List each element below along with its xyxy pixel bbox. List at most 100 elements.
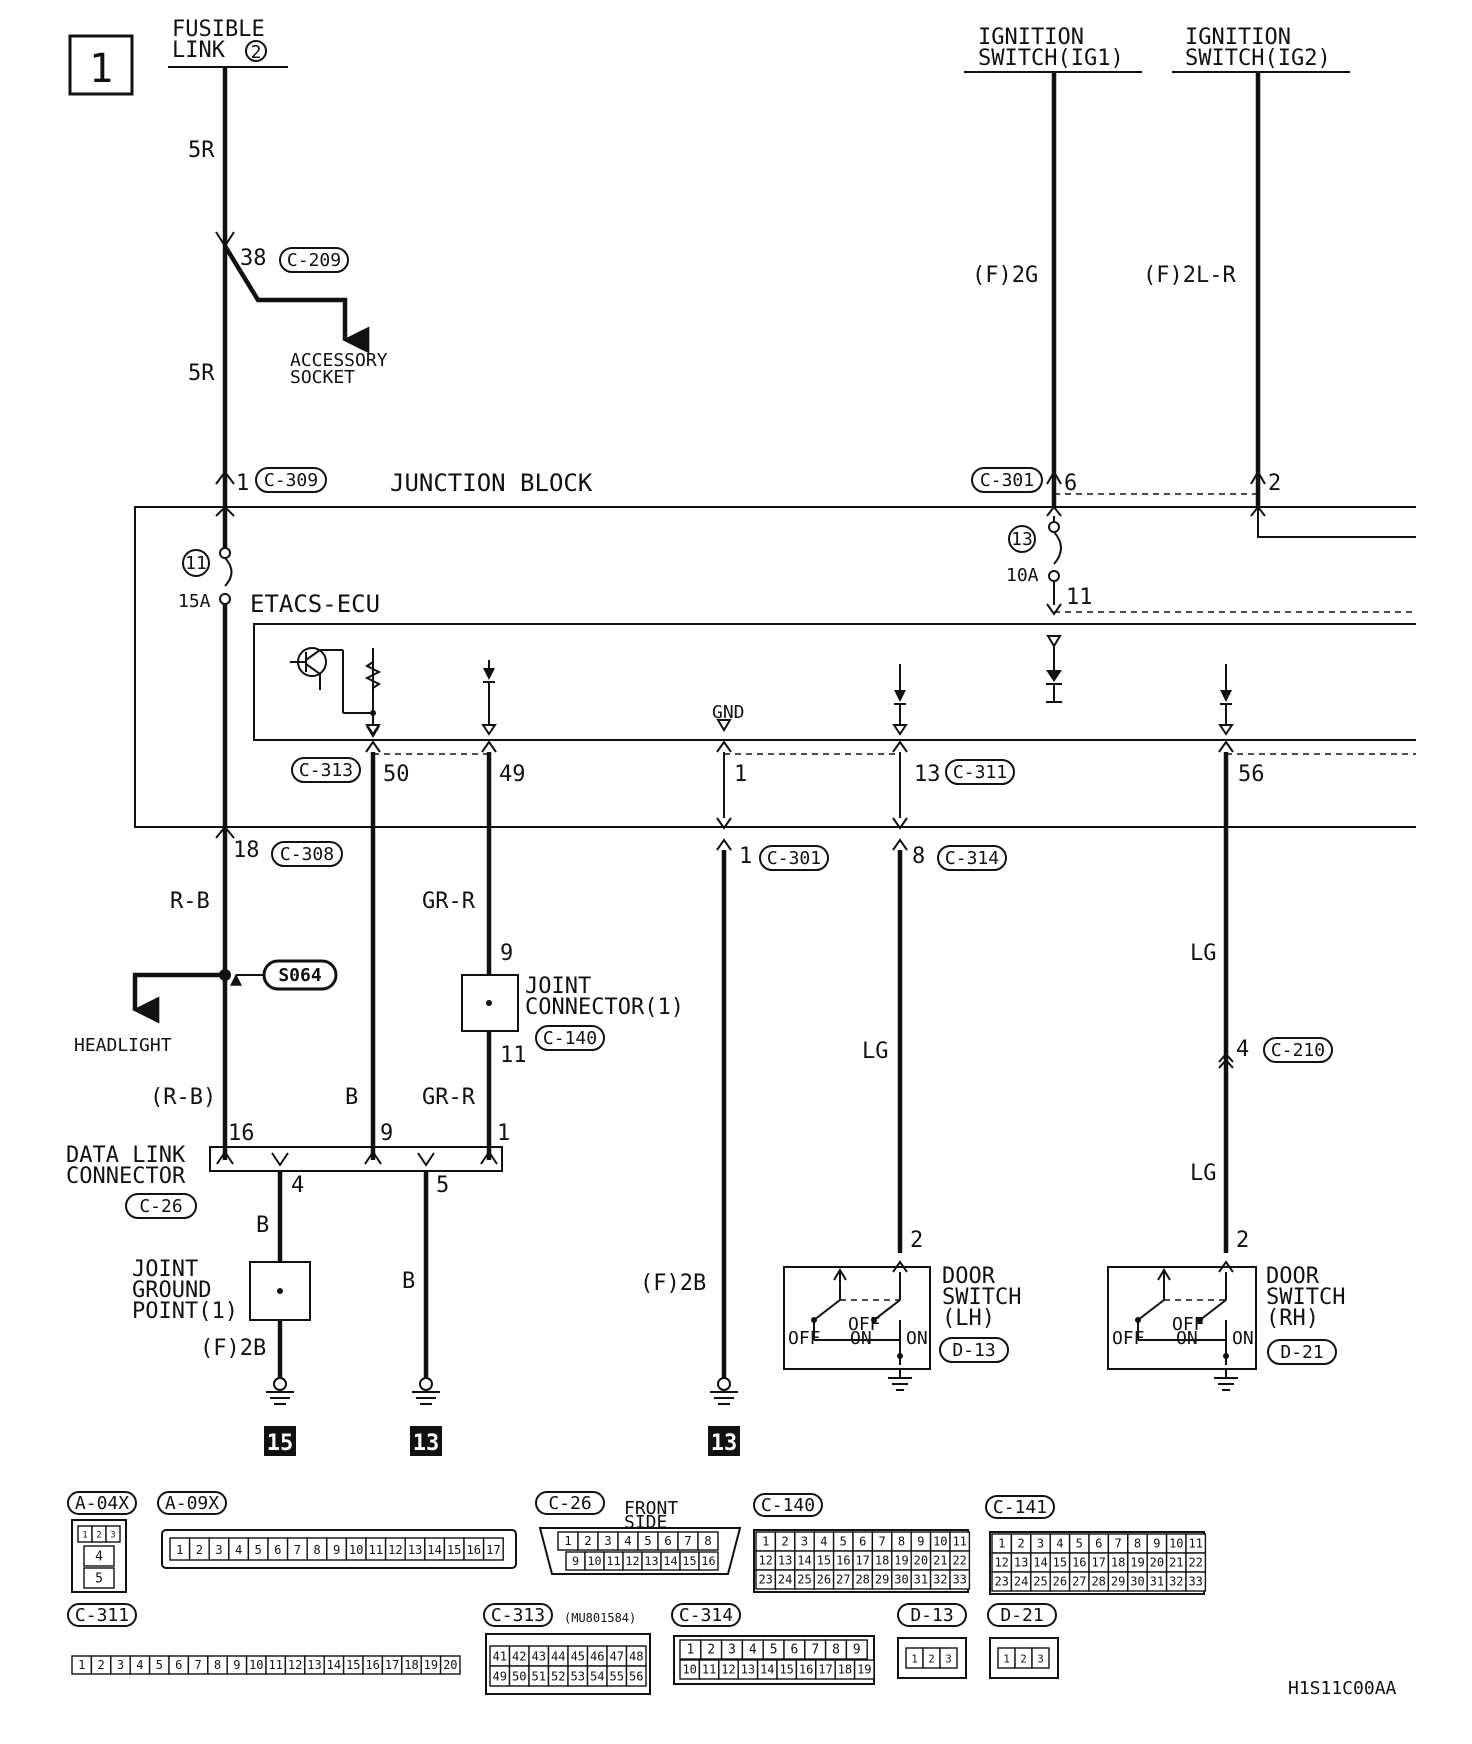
svg-text:8: 8 [704,1533,711,1548]
svg-text:15A: 15A [178,591,211,612]
connector-pins-a04x: 4 [83,1545,115,1567]
svg-text:13: 13 [711,1431,738,1456]
svg-text:1: 1 [911,1653,917,1665]
svg-text:C-311: C-311 [953,762,1007,783]
svg-text:53: 53 [570,1669,585,1683]
svg-text:17: 17 [818,1663,832,1677]
svg-text:5: 5 [644,1533,651,1548]
svg-text:(F)2B: (F)2B [200,1336,266,1361]
svg-text:13: 13 [1011,529,1033,550]
svg-text:43: 43 [531,1649,546,1663]
svg-text:B: B [345,1085,358,1110]
svg-text:30: 30 [1130,1575,1144,1589]
svg-text:16: 16 [1072,1556,1086,1570]
connector-label-c141: C-141 [985,1495,1055,1519]
svg-text:2: 2 [1236,1228,1249,1253]
svg-text:25: 25 [1033,1575,1047,1589]
svg-text:8: 8 [313,1543,320,1557]
svg-text:21: 21 [1169,1556,1183,1570]
svg-text:D-13: D-13 [910,1605,953,1626]
wire-gnd: 1 1 C-301 (F)2B [640,719,829,1378]
svg-text:2: 2 [96,1531,101,1541]
svg-text:A-09X: A-09X [165,1493,219,1514]
svg-text:3: 3 [801,1535,808,1549]
svg-text:4: 4 [1056,1537,1063,1551]
svg-text:8: 8 [214,1658,221,1672]
svg-text:C-209: C-209 [287,250,341,271]
svg-text:4: 4 [1236,1037,1249,1062]
svg-text:(MU801584): (MU801584) [564,1611,636,1625]
svg-text:4: 4 [820,1535,827,1549]
svg-text:19: 19 [894,1554,908,1568]
svg-text:20: 20 [914,1554,928,1568]
svg-text:C-26: C-26 [139,1196,182,1217]
ecu-transistor [290,647,382,736]
svg-text:19: 19 [1130,1556,1144,1570]
svg-text:10: 10 [587,1554,601,1568]
svg-text:23: 23 [758,1573,772,1587]
svg-text:2: 2 [251,42,262,63]
svg-text:6: 6 [175,1658,182,1672]
svg-text:HEADLIGHT: HEADLIGHT [74,1035,172,1056]
svg-text:25: 25 [797,1573,811,1587]
svg-text:OFF: OFF [1112,1328,1145,1349]
svg-text:11: 11 [1066,585,1093,610]
svg-text:2: 2 [910,1228,923,1253]
svg-text:9: 9 [500,941,513,966]
svg-text:8: 8 [1134,1537,1141,1551]
svg-text:31: 31 [914,1573,928,1587]
svg-text:10: 10 [349,1543,364,1557]
svg-text:6: 6 [664,1533,671,1548]
svg-text:ON: ON [850,1328,872,1349]
wire-50-b: 50 C-313 B 9 [291,654,410,1160]
svg-text:C-210: C-210 [1271,1040,1325,1061]
svg-text:15: 15 [779,1663,793,1677]
fuse-11: 11 15A [178,505,235,1160]
svg-text:13: 13 [307,1658,321,1672]
svg-text:7: 7 [294,1543,301,1557]
svg-text:30: 30 [894,1573,908,1587]
drawing-code: H1S11C00AA [1288,1678,1397,1699]
svg-text:49: 49 [492,1669,507,1683]
svg-text:C-309: C-309 [264,470,318,491]
svg-text:14: 14 [760,1663,774,1677]
svg-text:11: 11 [952,1535,966,1549]
svg-text:(F)2L-R: (F)2L-R [1143,263,1236,288]
svg-text:ON: ON [906,1328,928,1349]
svg-text:ON: ON [1232,1328,1254,1349]
svg-text:GR-R: GR-R [422,889,476,914]
svg-text:27: 27 [836,1573,850,1587]
svg-text:29: 29 [875,1573,889,1587]
svg-text:1: 1 [734,762,747,787]
svg-text:29: 29 [1111,1575,1125,1589]
connector-label-d21: D-21 [987,1603,1057,1627]
svg-text:33: 33 [952,1573,966,1587]
svg-text:15: 15 [1053,1556,1067,1570]
svg-text:15: 15 [267,1431,294,1456]
svg-text:2: 2 [97,1658,104,1672]
svg-text:52: 52 [551,1669,566,1683]
svg-text:9: 9 [1153,1537,1160,1551]
svg-text:7: 7 [1114,1537,1121,1551]
svg-text:31: 31 [1150,1575,1164,1589]
junction-block: JUNCTION BLOCK [134,469,1416,828]
svg-text:11: 11 [500,1043,527,1068]
svg-text:5R: 5R [188,138,215,163]
svg-text:(R-B): (R-B) [150,1085,216,1110]
svg-text:8: 8 [832,1643,840,1658]
svg-text:12: 12 [625,1554,639,1568]
svg-text:C-140: C-140 [543,1028,597,1049]
